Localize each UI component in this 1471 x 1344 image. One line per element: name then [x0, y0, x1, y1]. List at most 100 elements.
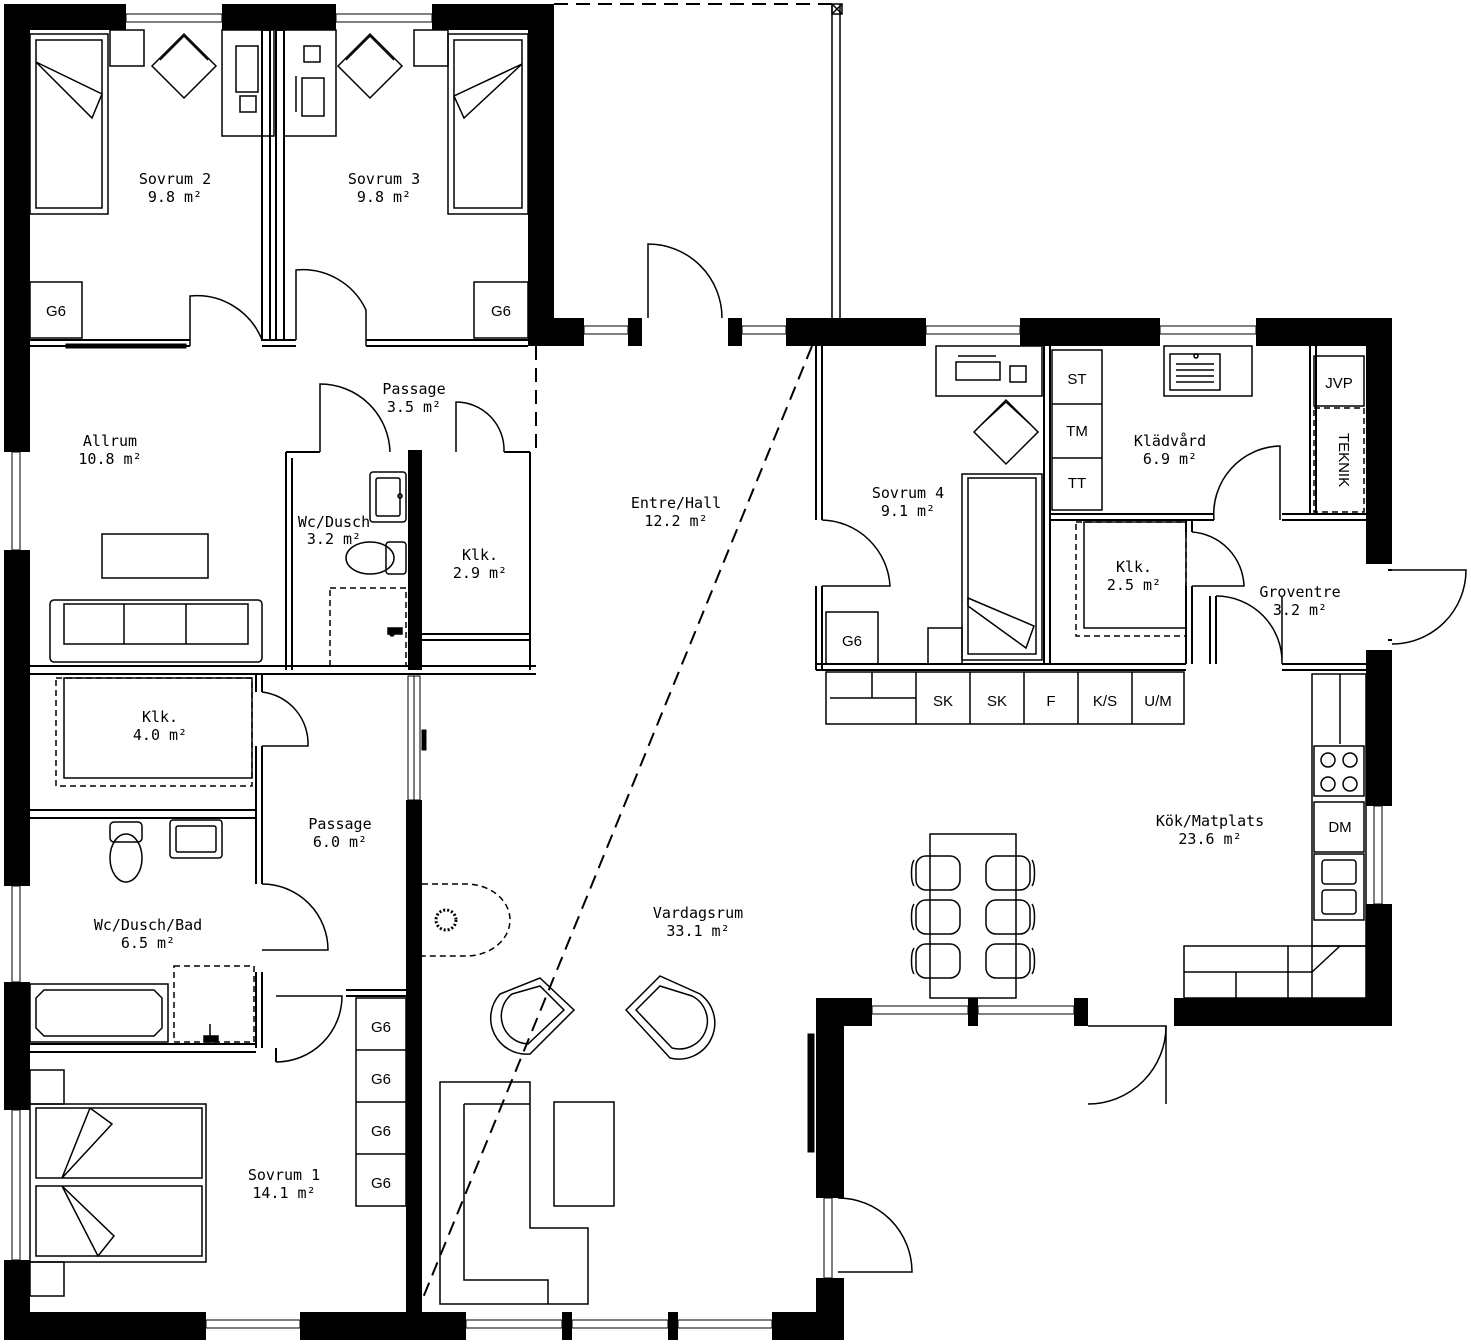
dining-table	[929, 833, 1017, 999]
laundry-units: ST TM TT	[1051, 349, 1103, 511]
wardrobe-label: G6	[371, 1175, 391, 1192]
laundry-sink	[1163, 345, 1253, 397]
nightstand-sovrum2	[109, 29, 145, 67]
room-name-sovrum3: Sovrum 3	[348, 170, 420, 188]
wardrobe-label: G6	[46, 303, 66, 320]
room-area-passage2: 6.0 m²	[313, 833, 367, 851]
nightstand-sovrum4	[927, 627, 963, 665]
teknik-label: TEKNIK	[1335, 433, 1352, 487]
cabinet-sk-label: SK	[933, 693, 953, 710]
doors	[189, 243, 1467, 1273]
shower-bad	[173, 965, 255, 1043]
room-name-kok: Kök/Matplats	[1156, 812, 1264, 830]
room-area-kok: 23.6 m²	[1178, 830, 1241, 848]
room-name-klk3: Klk.	[142, 708, 178, 726]
wardrobe-sovrum2: G6	[29, 281, 83, 339]
wardrobe-label: G6	[371, 1019, 391, 1036]
wardrobe-label: G6	[371, 1071, 391, 1088]
room-name-wcdusch: Wc/Dusch	[298, 513, 370, 531]
room-area-klk1: 2.9 m²	[453, 564, 507, 582]
room-area-groventre: 3.2 m²	[1273, 601, 1327, 619]
washbasin-bad	[169, 819, 223, 859]
corner-sofa	[439, 1081, 589, 1305]
room-name-passage1: Passage	[382, 380, 445, 398]
wardrobe-label: G6	[842, 633, 862, 650]
room-name-sovrum4: Sovrum 4	[872, 484, 944, 502]
toilet-wc	[345, 541, 407, 575]
exterior-walls	[4, 4, 1392, 1340]
room-area-vardagsrum: 33.1 m²	[666, 922, 729, 940]
room-name-groventre: Groventre	[1259, 583, 1340, 601]
fridge-freezer-label: K/S	[1093, 693, 1117, 710]
room-name-kladvard: Klädvård	[1134, 432, 1206, 450]
dashed-guides	[417, 3, 838, 1311]
closet-klk2	[1075, 521, 1187, 637]
washing-machine-label: TM	[1066, 423, 1088, 440]
washbasin-wc	[369, 471, 407, 523]
oven-microwave-label: U/M	[1144, 693, 1172, 710]
armchair-2	[624, 975, 716, 1060]
room-area-wcduschbad: 6.5 m²	[121, 934, 175, 952]
wardrobes-sovrum1: G6 G6 G6 G6	[355, 997, 407, 1207]
coffee-table	[553, 1101, 615, 1207]
allrum-table	[101, 533, 209, 579]
room-name-allrum: Allrum	[83, 432, 137, 450]
dining-chairs	[910, 855, 1036, 979]
bathtub	[29, 983, 169, 1043]
closet-klk	[55, 677, 253, 787]
room-area-kladvard: 6.9 m²	[1143, 450, 1197, 468]
kitchen-cabinets-row: SK SK F K/S U/M	[825, 671, 1185, 725]
dishwasher-label: DM	[1328, 819, 1351, 836]
chair-sovrum3	[336, 32, 404, 100]
room-name-vardagsrum: Vardagsrum	[653, 904, 743, 922]
room-area-klk3: 4.0 m²	[133, 726, 187, 744]
pergola-frame	[831, 3, 843, 318]
room-area-entre: 12.2 m²	[644, 512, 707, 530]
kitchen-counter: DM	[1183, 673, 1367, 999]
cabinet-sk-label: SK	[987, 693, 1007, 710]
allrum-sofa	[49, 599, 263, 663]
room-area-passage1: 3.5 m²	[387, 398, 441, 416]
room-labels: Sovrum 2 9.8 m² Sovrum 3 9.8 m² Passage …	[78, 170, 1340, 1202]
chair-sovrum2	[150, 32, 218, 100]
room-area-sovrum2: 9.8 m²	[148, 188, 202, 206]
room-area-sovrum4: 9.1 m²	[881, 502, 935, 520]
desk-sovrum2	[221, 29, 275, 137]
room-name-sovrum1: Sovrum 1	[248, 1166, 320, 1184]
wardrobe-label: G6	[371, 1123, 391, 1140]
room-area-sovrum3: 9.8 m²	[357, 188, 411, 206]
bed-sovrum2	[29, 33, 109, 215]
room-name-klk2: Klk.	[1116, 558, 1152, 576]
bed-sovrum1	[29, 1069, 207, 1297]
wardrobe-label: G6	[491, 303, 511, 320]
shower-wc	[329, 587, 407, 667]
desk-sovrum3	[283, 29, 337, 137]
desk-sovrum4	[935, 345, 1043, 397]
wardrobe-sovrum4: G6	[825, 611, 879, 665]
room-name-klk1: Klk.	[462, 546, 498, 564]
room-name-wcduschbad: Wc/Dusch/Bad	[94, 916, 202, 934]
chair-sovrum4	[972, 398, 1040, 466]
room-name-passage2: Passage	[308, 815, 371, 833]
drying-cabinet-label: ST	[1067, 371, 1086, 388]
fireplace	[422, 883, 511, 957]
room-name-sovrum2: Sovrum 2	[139, 170, 211, 188]
room-area-sovrum1: 14.1 m²	[252, 1184, 315, 1202]
nightstand-sovrum3	[413, 29, 449, 67]
windows	[11, 13, 1383, 1329]
room-area-klk2: 2.5 m²	[1107, 576, 1161, 594]
glass-partition	[65, 343, 815, 1153]
room-area-wcdusch: 3.2 m²	[307, 530, 361, 548]
room-name-entre: Entre/Hall	[631, 494, 721, 512]
bed-sovrum4	[961, 473, 1043, 661]
technical-units: JVP TEKNIK	[1313, 355, 1365, 513]
bed-sovrum3	[447, 33, 529, 215]
wardrobe-sovrum3: G6	[473, 281, 529, 339]
toilet-bad	[109, 821, 143, 883]
room-area-allrum: 10.8 m²	[78, 450, 141, 468]
tumble-dryer-label: TT	[1068, 475, 1086, 492]
heat-pump-label: JVP	[1325, 375, 1353, 392]
fridge-label: F	[1046, 693, 1055, 710]
armchair-1	[490, 977, 576, 1055]
